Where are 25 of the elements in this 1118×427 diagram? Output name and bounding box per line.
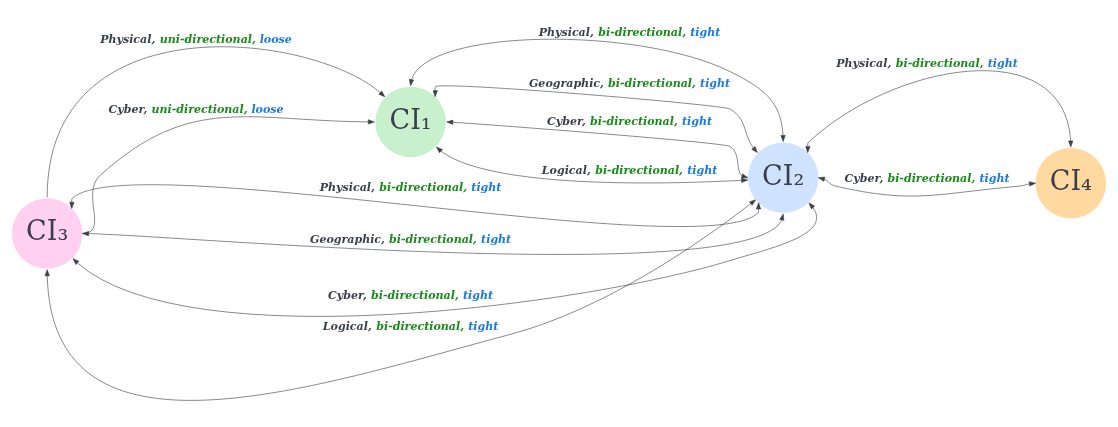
edge-label: Cyber, bi-directional, tight: [547, 114, 713, 128]
arrow: [805, 70, 1074, 153]
arrow: [82, 115, 375, 234]
edge-label: Logical, bi-directional, tight: [541, 163, 718, 177]
arrow: [436, 146, 749, 183]
arrow: [409, 38, 786, 142]
arrow: [82, 213, 785, 255]
edge-label: Physical, uni-directional, loose: [100, 32, 292, 46]
edge-label: Geographic, bi-directional, tight: [528, 76, 731, 90]
edge-label: Cyber, bi-directional, tight: [844, 171, 1010, 185]
arrow: [432, 85, 758, 153]
edge-label: Cyber, bi-directional, tight: [328, 288, 494, 302]
arrow: [44, 199, 756, 400]
edge-label: Geographic, bi-directional, tight: [309, 232, 512, 246]
edge-label: Physical, bi-directional, tight: [319, 180, 502, 194]
edge-label: Physical, bi-directional, tight: [836, 56, 1018, 70]
edge-label: Cyber, uni-directional, loose: [108, 102, 284, 116]
arrow: [69, 184, 761, 227]
edge-label: Logical, bi-directional, tight: [322, 319, 499, 333]
edge-label: Physical, bi-directional, tight: [538, 25, 721, 39]
node-circle: CI₄: [1035, 147, 1107, 218]
arrow: [72, 202, 817, 317]
arrow: [46, 45, 386, 198]
arrow: [446, 119, 749, 178]
arrow: [818, 176, 1036, 196]
